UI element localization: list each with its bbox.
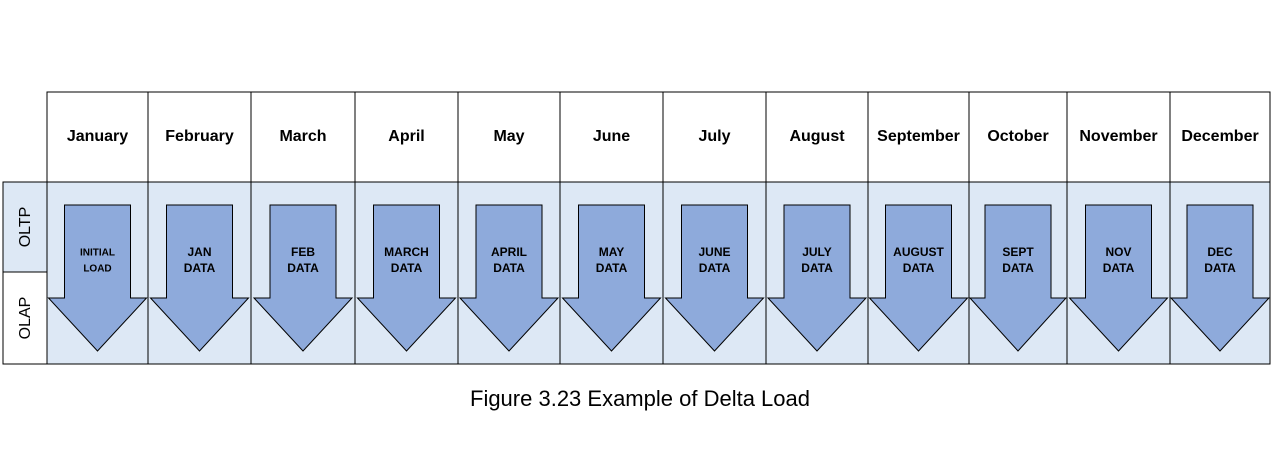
arrow-april (356, 204, 457, 352)
arrow-label-line1: DEC (1207, 245, 1233, 259)
arrow-label-line1: MAY (599, 245, 625, 259)
arrow-label-line2: DATA (903, 261, 935, 275)
arrow-may (458, 204, 560, 352)
arrow-label-line2: DATA (493, 261, 525, 275)
arrow-label-line2: DATA (391, 261, 423, 275)
arrow-label-line1: MARCH (384, 245, 429, 259)
arrow-label-line2: DATA (699, 261, 731, 275)
month-header-october: October (987, 128, 1048, 145)
arrow-label-line2: DATA (1002, 261, 1034, 275)
outer-grid-border (46, 91, 1271, 365)
arrow-label-line1: INITIAL (80, 248, 115, 259)
olap-label-cell (2, 271, 48, 365)
arrow-label-line2: DATA (596, 261, 628, 275)
arrow-march (252, 204, 354, 352)
month-header-september: September (877, 128, 960, 145)
arrow-label-line2: DATA (801, 261, 833, 275)
month-header-january: January (67, 128, 128, 145)
month-header-april: April (388, 128, 424, 145)
arrow-december (1169, 204, 1271, 352)
oltp-label-cell (2, 181, 48, 273)
arrow-label-line2: DATA (1103, 261, 1135, 275)
arrow-label-line1: SEPT (1002, 245, 1034, 259)
figure-caption: Figure 3.23 Example of Delta Load (470, 386, 810, 411)
month-header-december: December (1181, 128, 1258, 145)
arrow-label-line1: AUGUST (893, 245, 944, 259)
olap-label: OLAP (17, 297, 34, 340)
month-header-august: August (789, 128, 845, 145)
arrow-label-line1: JULY (802, 245, 832, 259)
arrow-label-line2: DATA (184, 261, 216, 275)
arrow-january (47, 204, 148, 352)
arrow-label-line2: DATA (1204, 261, 1236, 275)
arrow-june (561, 204, 662, 352)
oltp-label: OLTP (17, 207, 34, 248)
arrow-label-line1: JUNE (698, 245, 730, 259)
arrow-label-line1: APRIL (491, 245, 527, 259)
month-header-march: March (279, 128, 326, 145)
arrow-label-line2: DATA (287, 261, 319, 275)
month-header-july: July (698, 128, 730, 145)
arrow-february (149, 204, 250, 352)
arrow-october (968, 204, 1068, 352)
month-header-november: November (1079, 128, 1157, 145)
arrow-september (868, 204, 969, 352)
arrow-label-line1: NOV (1105, 245, 1131, 259)
month-header-june: June (593, 128, 630, 145)
arrow-label-line2: LOAD (83, 264, 111, 275)
month-header-february: February (165, 128, 234, 145)
arrow-label-line1: FEB (291, 245, 315, 259)
month-header-may: May (493, 128, 524, 145)
arrow-label-line1: JAN (187, 245, 211, 259)
arrow-november (1068, 204, 1169, 352)
arrow-july (664, 204, 765, 352)
arrow-august (766, 204, 868, 352)
